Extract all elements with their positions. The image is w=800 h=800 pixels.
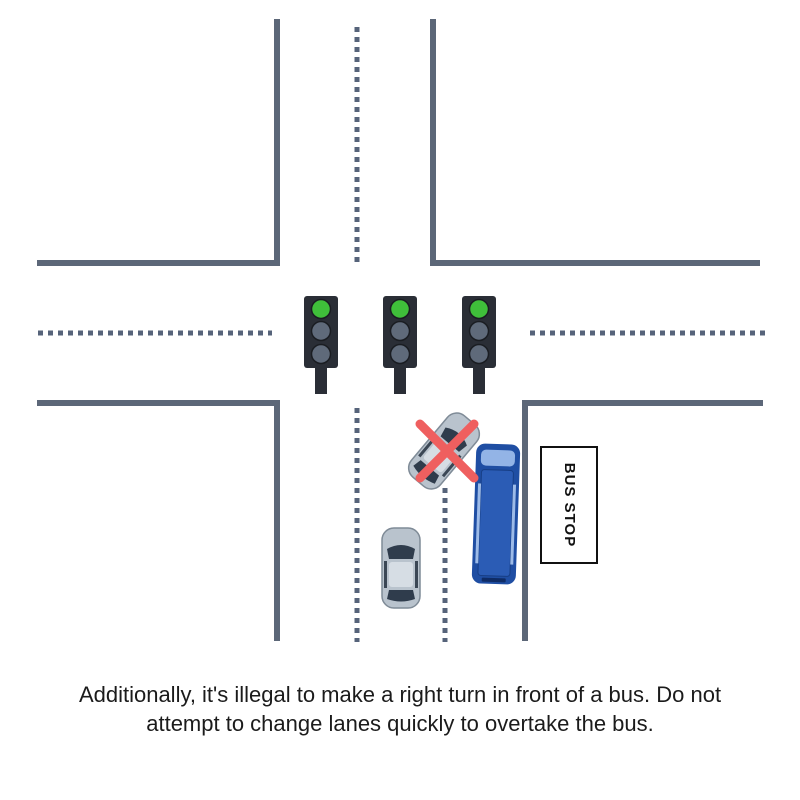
road-edge-top-left [37,19,280,266]
following-car [381,527,421,609]
traffic-light-icon [462,296,496,394]
road-edge-bottom-right [522,400,763,641]
traffic-light-icon [304,296,338,394]
bus-icon [471,443,521,585]
car-icon [381,527,421,609]
traffic-light-center [383,296,417,394]
bus-stop-sign: BUS STOP [540,446,598,564]
lane-markings [38,27,765,642]
bus-stop-label: BUS STOP [561,463,578,547]
caption-text: Additionally, it's illegal to make a rig… [78,682,722,736]
road-edge-bottom-left [37,400,280,641]
traffic-light-icon [383,296,417,394]
traffic-light-left [304,296,338,394]
cross-mark-icon [415,419,479,483]
road-edges [37,19,763,641]
bus [471,443,521,585]
traffic-light-right [462,296,496,394]
road-edge-top-right [430,19,760,266]
